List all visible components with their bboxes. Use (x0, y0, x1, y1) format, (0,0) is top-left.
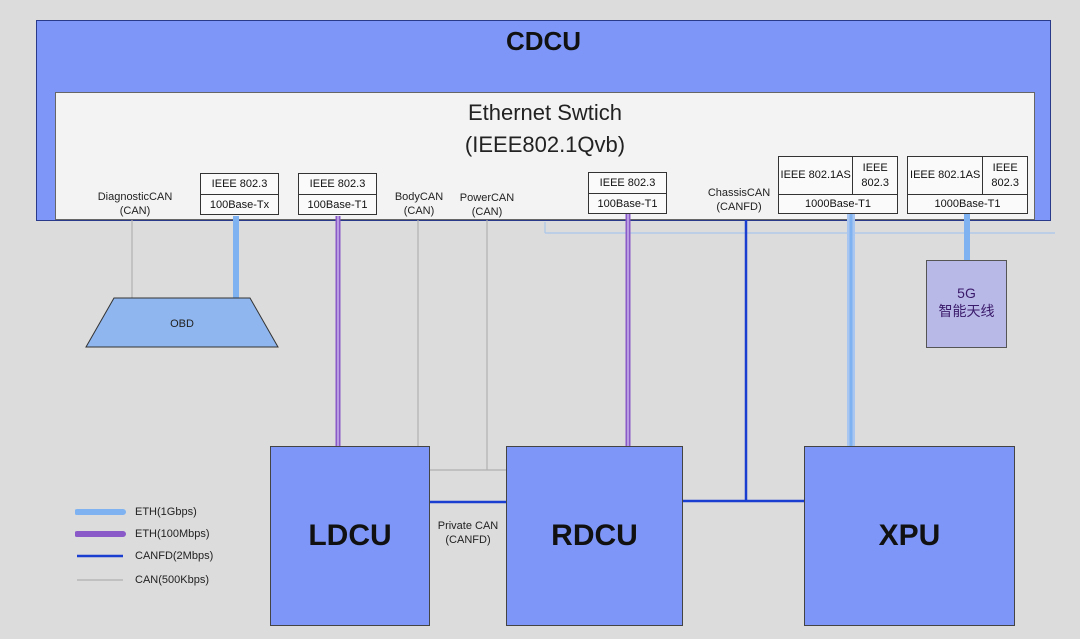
port-standard: IEEE 802.3 (991, 161, 1019, 189)
private-can-label: Private CAN (CANFD) (430, 519, 506, 547)
port-1000base-t1-xpu: IEEE 802.1AS IEEE 802.3 1000Base-T1 (778, 156, 898, 214)
port-tsn-standard: IEEE 802.1AS (779, 156, 854, 195)
port-standard: IEEE 802.3 (589, 173, 666, 194)
port-tsn-standard: IEEE 802.1AS (908, 156, 984, 195)
port-phy: 100Base-T1 (307, 198, 368, 211)
port-phy: 1000Base-T1 (934, 198, 1001, 210)
obd-label: OBD (170, 318, 194, 330)
xpu-box: XPU (804, 446, 1015, 626)
port-100base-t1-ldcu: IEEE 802.3 100Base-T1 (298, 173, 377, 215)
legend-eth-100m: ETH(100Mbps) (135, 528, 210, 540)
can-name: BodyCAN (394, 191, 444, 203)
chassis-can-label: ChassisCAN (CANFD) (703, 186, 775, 214)
can-type: (CANFD) (716, 201, 762, 213)
legend-can: CAN(500Kbps) (135, 574, 209, 586)
power-can-label: PowerCAN (CAN) (454, 191, 520, 219)
port-100base-tx: IEEE 802.3 100Base-Tx (200, 173, 279, 215)
port-100base-t1-rdcu: IEEE 802.3 100Base-T1 (588, 172, 667, 214)
port-phy: 100Base-Tx (209, 198, 270, 211)
private-can-type: (CANFD) (445, 534, 491, 546)
legend-eth-1g: ETH(1Gbps) (135, 506, 197, 518)
legend-swatches (75, 509, 126, 581)
rdcu-box: RDCU (506, 446, 683, 626)
port-standard: IEEE 802.3 (299, 174, 376, 195)
legend-canfd: CANFD(2Mbps) (135, 550, 214, 562)
port-1000base-t1-antenna: IEEE 802.1AS IEEE 802.3 1000Base-T1 (907, 156, 1028, 214)
can-name: PowerCAN (459, 192, 515, 204)
port-phy: 100Base-T1 (597, 197, 658, 210)
antenna-5g-box: 5G 智能天线 (926, 260, 1007, 348)
port-standard: IEEE 802.3 (861, 161, 889, 189)
diagnostic-can-label: DiagnosticCAN (CAN) (90, 190, 180, 218)
switch-standard: (IEEE802.1Qvb) (464, 132, 626, 157)
private-can-name: Private CAN (437, 520, 499, 532)
can-type: (CAN) (119, 205, 151, 217)
can-name: DiagnosticCAN (97, 191, 173, 203)
body-can-label: BodyCAN (CAN) (388, 190, 450, 218)
port-phy: 1000Base-T1 (804, 198, 872, 210)
cdcu-title: CDCU (505, 26, 582, 56)
antenna-line2: 智能天线 (938, 303, 995, 319)
can-type: (CAN) (403, 205, 435, 217)
antenna-line1: 5G (957, 285, 976, 301)
switch-title: Ethernet Swtich (467, 100, 623, 125)
ldcu-box: LDCU (270, 446, 430, 626)
obd-box (85, 297, 279, 348)
can-type: (CAN) (471, 206, 503, 218)
can-name: ChassisCAN (707, 187, 771, 199)
port-standard: IEEE 802.3 (201, 174, 278, 195)
